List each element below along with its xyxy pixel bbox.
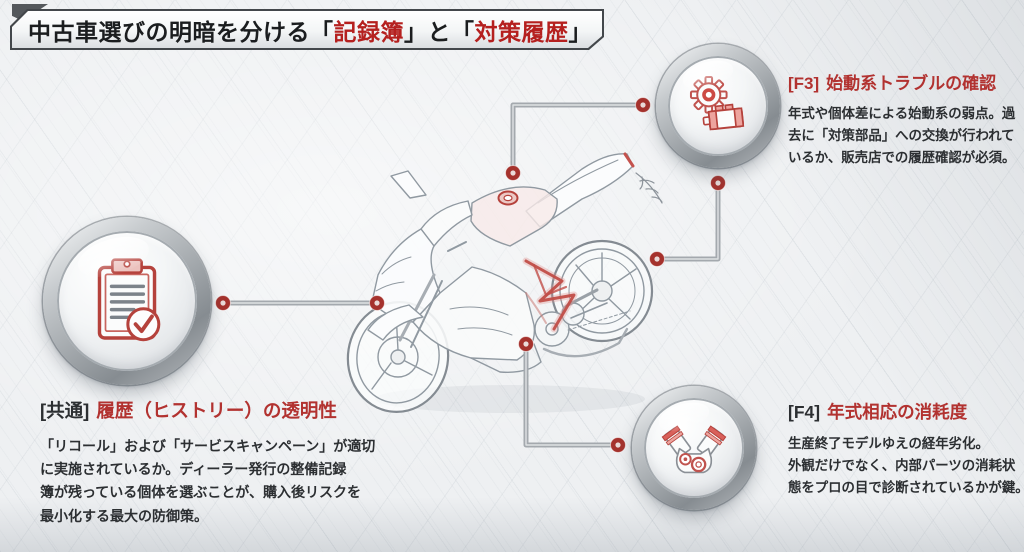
- title-text: 中古車選びの明暗を分ける「: [28, 18, 334, 45]
- page-title: 中古車選びの明暗を分ける「記録簿」と「対策履歴」: [12, 11, 602, 48]
- title-text: 」と「: [404, 18, 475, 45]
- motorcycle-illustration: [346, 152, 663, 413]
- hub-starter-trouble: [656, 44, 780, 168]
- callout-f4-body: 生産終了モデルゆえの経年劣化。 外観だけでなく、内部パーツの消耗状 態をプロの目…: [788, 436, 1024, 495]
- v-twin-engine-icon: [661, 425, 727, 474]
- callout-f3: [F3] 始動系トラブルの確認 年式や個体差による始動系の弱点。過 去に「対策部品…: [788, 69, 1024, 169]
- starter-motor-and-gear-icon: [689, 75, 745, 131]
- callout-f3-title: 始動系トラブルの確認: [826, 74, 997, 93]
- callout-f3-heading: [F3] 始動系トラブルの確認: [788, 69, 1024, 94]
- title-banner: 中古車選びの明暗を分ける「記録簿」と「対策履歴」: [10, 9, 604, 50]
- callout-f4-title: 年式相応の消耗度: [827, 402, 968, 422]
- connector-dot: [610, 437, 626, 453]
- title-keyword: 記録簿: [333, 18, 404, 45]
- hub-engine-wear: [632, 386, 756, 510]
- callout-f4: [F4] 年式相応の消耗度 生産終了モデルゆえの経年劣化。 外観だけでなく、内部パ…: [788, 399, 1024, 499]
- hub-face: [668, 56, 768, 156]
- connector-dot: [710, 175, 726, 191]
- callout-common: [共通] 履歴（ヒストリー）の透明性 「リコール」および「サービスキャンペーン」が…: [40, 397, 392, 528]
- callout-f3-tag: [F3]: [788, 74, 820, 93]
- callout-f4-tag: [F4]: [788, 402, 821, 422]
- callout-common-title: 履歴（ヒストリー）の透明性: [96, 400, 337, 421]
- front-fork: [367, 241, 467, 348]
- fuel-tank: [470, 186, 558, 247]
- hub-history-transparency: [43, 217, 211, 385]
- connector-dot: [215, 295, 231, 311]
- callout-common-heading: [共通] 履歴（ヒストリー）の透明性: [40, 397, 392, 423]
- leaf-sprig: [635, 172, 663, 204]
- connector-dot: [635, 97, 651, 113]
- clipboard-checklist-icon: [97, 258, 161, 342]
- title-text: 」: [568, 18, 592, 45]
- title-keyword: 対策履歴: [474, 18, 569, 45]
- callout-common-body: 「リコール」および「サービスキャンペーン」が適切 に実施されているか。ディーラー…: [40, 438, 376, 524]
- callout-f3-body: 年式や個体差による始動系の弱点。過 去に「対策部品」への交換が行われて いるか、…: [788, 106, 1016, 165]
- hub-face: [57, 231, 197, 371]
- callout-f4-heading: [F4] 年式相応の消耗度: [788, 399, 1024, 424]
- windscreen-and-mirror: [390, 170, 473, 247]
- hub-face: [644, 398, 744, 498]
- red-frame-accent: [522, 257, 578, 333]
- callout-common-tag: [共通]: [40, 400, 90, 421]
